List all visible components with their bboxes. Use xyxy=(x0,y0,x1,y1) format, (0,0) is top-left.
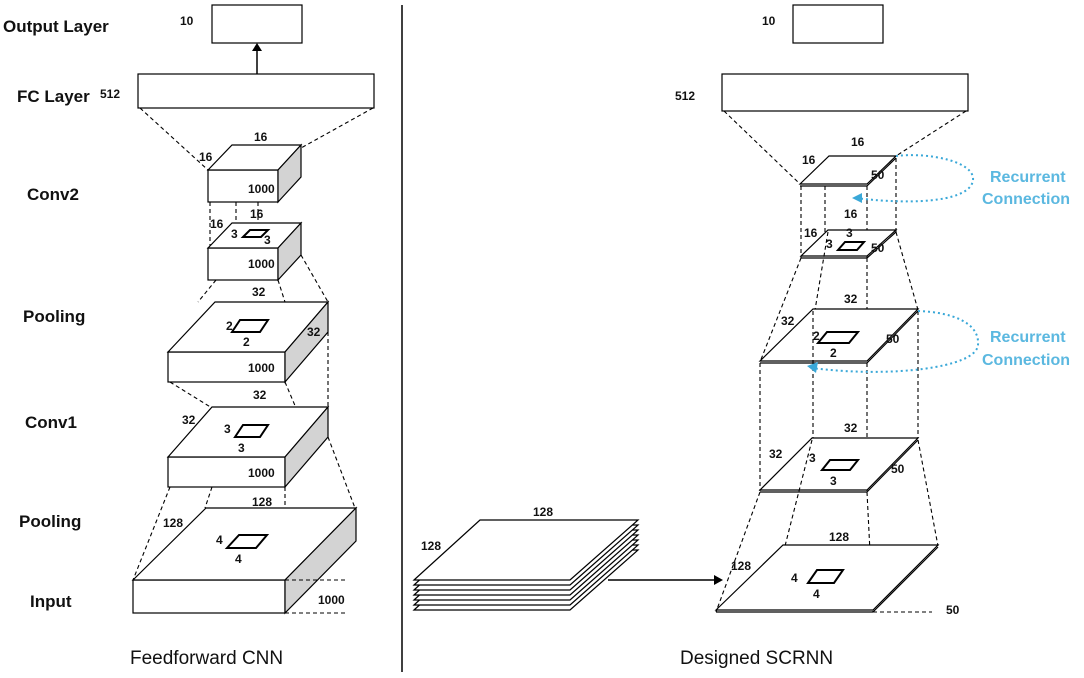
scrnn-pool2-side: 16 xyxy=(804,226,818,240)
pool1-kernel-w: 3 xyxy=(238,441,245,455)
conv1-kernel-h: 2 xyxy=(226,319,233,333)
pooling2-kernel xyxy=(240,229,271,238)
scrnn-conv1-kernel xyxy=(815,331,861,344)
label-conv1: Conv1 xyxy=(25,413,77,432)
connector xyxy=(300,107,374,149)
input-kernel xyxy=(224,534,270,549)
conv2-depth: 1000 xyxy=(248,182,275,196)
recurrent-arrow-top xyxy=(855,154,975,203)
pool2-kernel-w: 3 xyxy=(264,233,271,247)
pool2-depth: 1000 xyxy=(248,257,275,271)
label-pooling-2: Pooling xyxy=(23,307,85,326)
input-side-dim: 128 xyxy=(163,516,183,530)
pool1-side-dim: 32 xyxy=(182,413,196,427)
stack-top-dim: 128 xyxy=(533,505,553,519)
scrnn-pool1-kernel-w: 3 xyxy=(830,474,837,488)
scrnn-input-depth: 50 xyxy=(946,603,960,617)
conv1-kernel-w: 2 xyxy=(243,335,250,349)
scrnn-input-kernel xyxy=(806,569,845,584)
label-input: Input xyxy=(30,592,72,611)
recurrent-label-bottom-line1: Recurrent xyxy=(990,329,1066,346)
fc-layer-box xyxy=(137,73,375,109)
scrnn-pool2-kernel xyxy=(835,241,867,251)
conv2-top-dim: 16 xyxy=(254,130,268,144)
feedforward-cnn-panel: Output Layer FC Layer Conv2 Pooling Conv… xyxy=(3,4,375,669)
conv1-top-dim: 32 xyxy=(252,285,266,299)
scrnn-input-kernel-h: 4 xyxy=(791,571,798,585)
recurrent-label-bottom-line2: Connection xyxy=(982,352,1070,369)
scrnn-fc-box xyxy=(721,73,969,112)
scrnn-output-size: 10 xyxy=(762,14,776,28)
scrnn-pool1-side: 32 xyxy=(769,447,783,461)
pool1-kernel-h: 3 xyxy=(224,422,231,436)
fc-size: 512 xyxy=(100,87,120,101)
recurrent-label-top-line1: Recurrent xyxy=(990,169,1066,186)
scrnn-conv1-kernel-w: 2 xyxy=(830,346,837,360)
scrnn-pool1-kernel-h: 3 xyxy=(809,451,816,465)
pool2-top-dim: 16 xyxy=(250,207,264,221)
output-size: 10 xyxy=(180,14,194,28)
scrnn-conv2-depth: 50 xyxy=(871,168,885,182)
scrnn-conv1-top: 32 xyxy=(844,292,858,306)
pooling1-block xyxy=(166,405,330,489)
scrnn-input-top: 128 xyxy=(829,530,849,544)
input-kernel-w: 4 xyxy=(235,552,242,566)
label-pooling-1: Pooling xyxy=(19,512,81,531)
scrnn-conv1-depth: 50 xyxy=(886,332,900,346)
conv1-depth: 1000 xyxy=(248,361,275,375)
left-panel-title: Feedforward CNN xyxy=(130,648,283,669)
scrnn-pool1-depth: 50 xyxy=(891,462,905,476)
label-output-layer: Output Layer xyxy=(3,17,109,36)
input-depth: 1000 xyxy=(318,593,345,607)
stack-side-dim: 128 xyxy=(421,539,441,553)
scrnn-conv2-top: 16 xyxy=(851,135,865,149)
arrow-head xyxy=(252,43,262,51)
output-layer-box xyxy=(211,4,303,44)
pool2-kernel-h: 3 xyxy=(231,227,238,241)
input-block xyxy=(131,506,358,615)
scrnn-output-box xyxy=(792,4,884,44)
scrnn-conv1-side: 32 xyxy=(781,314,795,328)
input-top-dim: 128 xyxy=(252,495,272,509)
connector xyxy=(139,107,209,171)
scrnn-pool1-top: 32 xyxy=(844,421,858,435)
scrnn-pool2-depth: 50 xyxy=(871,241,885,255)
scrnn-conv1-kernel-h: 2 xyxy=(813,329,820,343)
conv2-side-dim: 16 xyxy=(199,150,213,164)
recurrent-label-top-line2: Connection xyxy=(982,191,1070,208)
scrnn-input-kernel-w: 4 xyxy=(813,587,820,601)
scrnn-pool2-kernel-w: 3 xyxy=(826,237,833,251)
conv2-block xyxy=(206,143,303,204)
input-stack xyxy=(412,519,640,611)
scrnn-input-side: 128 xyxy=(731,559,751,573)
pool2-side-dim: 16 xyxy=(210,217,224,231)
pooling2-block xyxy=(206,221,303,282)
designed-scrnn-panel: 10 512 16 16 50 16 16 3 3 50 xyxy=(412,4,1070,669)
conv1-kernel xyxy=(230,319,270,333)
pooling1-kernel xyxy=(233,424,270,438)
conv1-right-dim: 32 xyxy=(307,325,321,339)
label-fc-layer: FC Layer xyxy=(17,87,90,106)
recurrent-arrow-bottom xyxy=(811,310,980,373)
input-kernel-h: 4 xyxy=(216,533,223,547)
scrnn-pool2-kernel-h: 3 xyxy=(846,226,853,240)
scrnn-fc-size: 512 xyxy=(675,89,695,103)
right-panel-title: Designed SCRNN xyxy=(680,648,833,669)
label-conv2: Conv2 xyxy=(27,185,79,204)
scrnn-pool1-kernel xyxy=(819,459,861,471)
scrnn-pool2-top: 16 xyxy=(844,207,858,221)
pool1-depth: 1000 xyxy=(248,466,275,480)
conv1-block xyxy=(166,300,330,384)
pool1-top-dim: 32 xyxy=(253,388,267,402)
scrnn-conv2-side: 16 xyxy=(802,153,816,167)
